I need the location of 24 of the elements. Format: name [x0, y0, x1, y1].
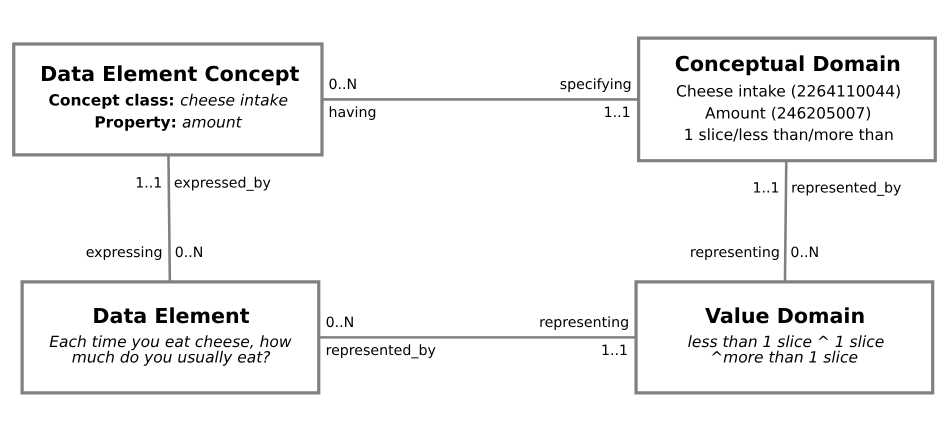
label: 1..1	[604, 104, 631, 121]
label: 1..1	[752, 180, 780, 196]
label: representing	[690, 244, 780, 261]
connector	[319, 336, 636, 338]
connector	[784, 160, 788, 282]
label: represented_by	[791, 180, 902, 196]
node-box: Conceptual Domain Cheese intake (2264110044) Amount (246205007) 1 slice/less than/more than	[637, 36, 937, 162]
label: 0..N	[174, 244, 204, 261]
node-box: Data Element Each time you eat cheese, how much do you usually eat?	[20, 280, 320, 394]
label: 0..N	[790, 244, 820, 261]
node-box: Data Element Concept Concept class: cheese intake Property: amount	[12, 42, 324, 156]
label: representing	[539, 314, 630, 330]
label: 1..1	[135, 174, 162, 191]
label: expressing	[86, 244, 162, 261]
connector	[167, 154, 172, 282]
node-box: Value Domain less than 1 slice ^ 1 slice ^more than 1 slice	[634, 280, 934, 394]
connector	[322, 98, 638, 100]
label: 0..N	[326, 314, 354, 330]
label: 0..N	[328, 76, 358, 92]
label: 1..1	[600, 342, 628, 359]
label: specifying	[560, 76, 632, 92]
label: having	[328, 104, 376, 121]
label: represented_by	[326, 342, 436, 359]
label: expressed_by	[174, 174, 271, 191]
